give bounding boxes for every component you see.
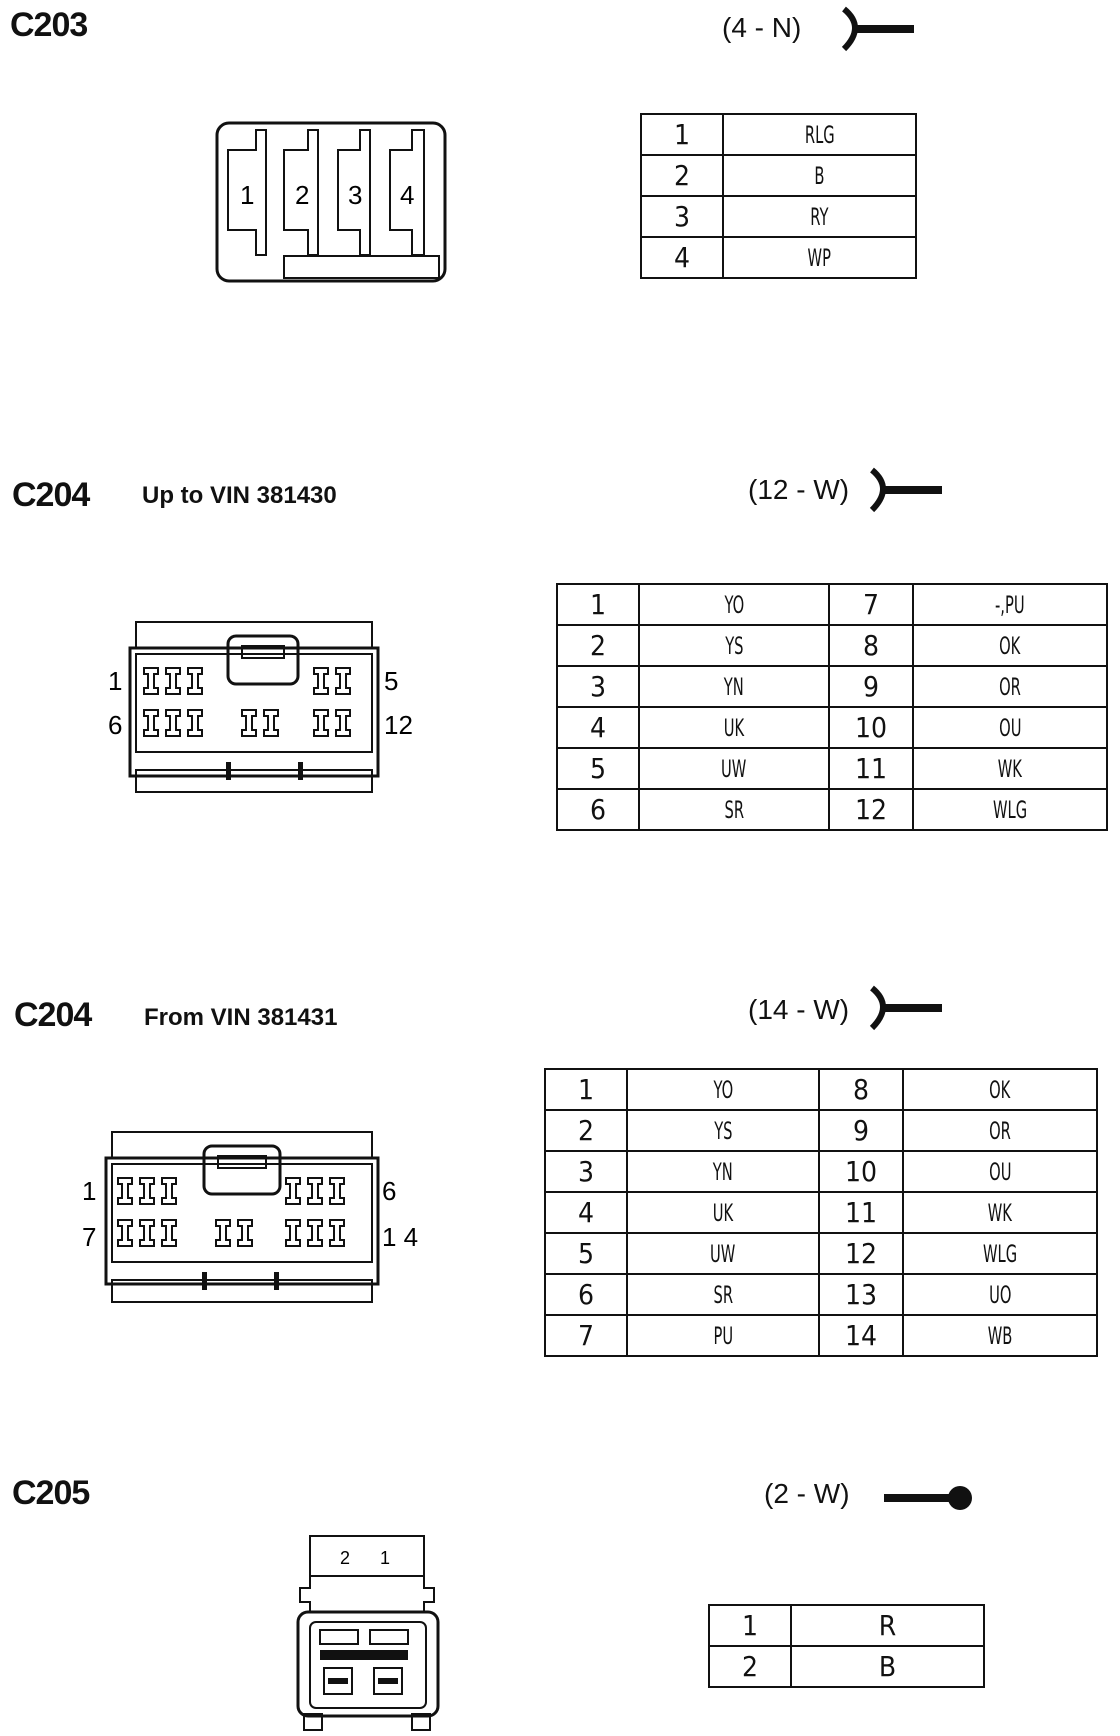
connector-title-c204: C204: [12, 476, 90, 514]
connector-subtitle: Up to VIN 381430: [142, 482, 337, 509]
connector-face-c204-12pin: 1 5 6 12: [108, 621, 413, 793]
face-label: 4: [400, 180, 414, 210]
face-label: 1: [108, 666, 122, 696]
face-label: 2: [295, 180, 309, 210]
connector-code-c205: (2 - W): [764, 1478, 850, 1509]
connector-code-c203: (4 - N): [722, 12, 802, 43]
face-label: 6: [108, 710, 122, 740]
face-label: 1 4: [382, 1222, 418, 1252]
male-terminal-symbol: [884, 1486, 972, 1510]
face-label: 6: [382, 1176, 396, 1206]
face-label: 1: [380, 1548, 390, 1568]
face-label: 3: [348, 180, 362, 210]
face-label: 1: [82, 1176, 96, 1206]
connector-title-c204: C204: [14, 996, 92, 1034]
connector-face-c203: 1 2 3 4: [215, 121, 447, 283]
connector-title-c205: C205: [12, 1474, 90, 1512]
connector-face-c204-14pin: 1 6 7 1 4: [82, 1131, 418, 1303]
face-label: 12: [384, 710, 413, 740]
connector-code-c204: (12 - W): [748, 474, 850, 505]
female-terminal-symbol: [841, 6, 914, 52]
female-terminal-symbol: [869, 467, 942, 513]
face-label: 2: [340, 1548, 350, 1568]
connector-code-c204: (14 - W): [748, 994, 850, 1025]
female-terminal-symbol: [869, 985, 942, 1031]
connector-face-c205: 2 1: [296, 1535, 440, 1731]
connector-title-c203: C203: [10, 6, 88, 44]
face-label: 7: [82, 1222, 96, 1252]
connector-subtitle: From VIN 381431: [144, 1004, 338, 1031]
face-label: 5: [384, 666, 398, 696]
face-label: 1: [240, 180, 254, 210]
